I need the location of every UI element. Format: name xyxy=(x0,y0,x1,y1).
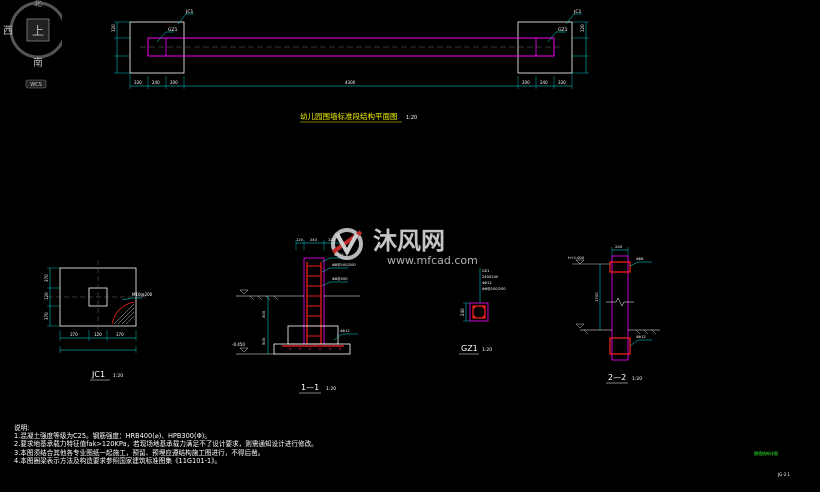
plan-dim-6: 330 xyxy=(558,80,566,85)
plan-dim-4: 200 xyxy=(522,80,530,85)
plan-right-pier xyxy=(517,21,573,74)
gz1-label-1: 240X240 xyxy=(482,275,499,279)
plan-tag-gz-right: GZ1 xyxy=(558,27,568,33)
section-2-2: H+1.000 4Φ8 4Φ12 240 1700 2—2 1:20 xyxy=(568,244,660,384)
gz1-dim: 240 xyxy=(460,308,465,316)
sec11-footing xyxy=(273,343,351,355)
sec11-label-1: Φ8@100/200 xyxy=(332,263,356,267)
plan-dim-3: 4300 xyxy=(345,80,356,85)
gz1-label-2: 4Φ12 xyxy=(482,281,492,285)
jc1-side-dim-1: 120 xyxy=(44,292,49,300)
compass-north[interactable]: 北 xyxy=(34,0,42,8)
wcs-label: WCS xyxy=(30,82,42,88)
plan-dim-1: 240 xyxy=(152,80,160,85)
sec22-title: 2—2 xyxy=(608,373,626,382)
sec11-label-2: Φ8@200 xyxy=(332,277,348,281)
watermark-logo: 沐风网 www.mfcad.com xyxy=(331,227,478,267)
plan-scale: 1:20 xyxy=(406,115,417,121)
sec22-dim-0: 240 xyxy=(615,244,623,249)
sec22-dim-1: 1700 xyxy=(594,292,599,302)
wcs-badge[interactable] xyxy=(25,79,47,89)
viewcube-top-label: 上 xyxy=(32,24,44,38)
gz1-stirrup xyxy=(472,305,486,319)
sec11-top-dim-1: 240 xyxy=(310,238,318,242)
sec22-scale: 1:20 xyxy=(632,376,642,382)
sec22-bottom-beam xyxy=(609,337,631,355)
sec22-top-beam xyxy=(609,261,631,273)
jc1-side-dim-0: 370 xyxy=(44,274,49,282)
drawing-name-label: 围墙结构详图 xyxy=(754,450,778,456)
watermark-brand: 沐风网 xyxy=(373,227,445,255)
plan-view: GZ1 GZ1 JC1 JC1 120 120 330 240 200 4300… xyxy=(111,9,589,123)
sec11-level: -0.450 xyxy=(232,342,245,347)
sec22-label-2: 4Φ12 xyxy=(636,335,646,339)
jc1-title: JC1 xyxy=(91,370,105,379)
watermark-emblem-icon xyxy=(331,228,363,260)
jc1-dim-0: 370 xyxy=(70,332,78,337)
compass-west[interactable]: 西 xyxy=(3,26,13,37)
sec11-top-dim-0: 120 xyxy=(296,238,304,242)
jc1-dim-1: 120 xyxy=(94,332,102,337)
gz1-scale: 1:20 xyxy=(482,347,492,353)
plan-right-height: 120 xyxy=(580,24,585,32)
sec22-label-1: 4Φ8 xyxy=(636,257,644,261)
gz1-label-3: Φ6@100/200 xyxy=(482,287,506,291)
jc1-dim-2: 370 xyxy=(116,332,124,337)
sec22-label-0: H+1.000 xyxy=(568,256,585,260)
watermark-url: www.mfcad.com xyxy=(387,254,478,267)
plan-dim-0: 330 xyxy=(134,80,142,85)
sec11-height-1: 500 xyxy=(261,337,266,345)
sec11-scale: 1:20 xyxy=(326,386,336,392)
plan-tag-jc-right: JC1 xyxy=(573,9,581,15)
plan-tag-jc-left: JC1 xyxy=(185,9,193,15)
jc1-label: M10@200 xyxy=(132,292,153,297)
jc1-scale: 1:20 xyxy=(113,373,123,379)
plan-title: 幼儿园围墙标准段结构平面图 xyxy=(300,111,398,121)
notes-line-4: 4.本图圈梁表示方法及构造要求参照国家建筑标准图集《11G101-1》。 xyxy=(14,456,222,465)
viewcube-face[interactable] xyxy=(26,18,50,42)
plan-dim-5: 240 xyxy=(540,80,548,85)
plan-left-height: 120 xyxy=(111,24,116,32)
gz1-title: GZ1 xyxy=(461,344,478,353)
sec22-wall xyxy=(611,255,629,361)
plan-dim-2: 200 xyxy=(170,80,178,85)
drawing-number-label: JG-2.1 xyxy=(777,472,791,477)
compass-south[interactable]: 南 xyxy=(33,56,43,69)
viewcube-compass[interactable]: 上 北 西 南 WCS xyxy=(0,0,62,90)
sec11-height-0: 300 xyxy=(261,310,266,318)
notes-line-3: 3.本图须结合其他各专业图纸一起施工，预留、预埋应遵结构施工图进行，不得后凿。 xyxy=(14,448,265,457)
sec11-title: 1—1 xyxy=(301,383,319,392)
jc1-detail: M10@200 370 120 370 370 120 370 JC1 1:20 xyxy=(44,260,153,381)
plan-left-pier xyxy=(129,21,185,74)
plan-tag-gz-left: GZ1 xyxy=(168,27,178,33)
jc1-side-dim-2: 370 xyxy=(44,312,49,320)
notes-line-1: 1.混凝土强度等级为C25。钢筋强度：HRB400(⌀)、HPB300(Φ)。 xyxy=(14,432,211,441)
gz1-label-0: GZ1 xyxy=(482,269,490,273)
notes-line-2: 2.要求地基承载力特征值fak>120KPa，若现场地基承载力满足不了设计要求，… xyxy=(14,440,318,449)
sec11-label-3: 4Φ12 xyxy=(340,329,350,333)
gz1-outline xyxy=(469,302,489,322)
gz1-detail: GZ1 240X240 4Φ12 Φ6@100/200 240 GZ1 1:20 xyxy=(459,268,506,355)
design-notes: 说明:1.混凝土强度等级为C25。钢筋强度：HRB400(⌀)、HPB300(Φ… xyxy=(14,424,318,465)
notes-heading: 说明: xyxy=(14,424,30,432)
